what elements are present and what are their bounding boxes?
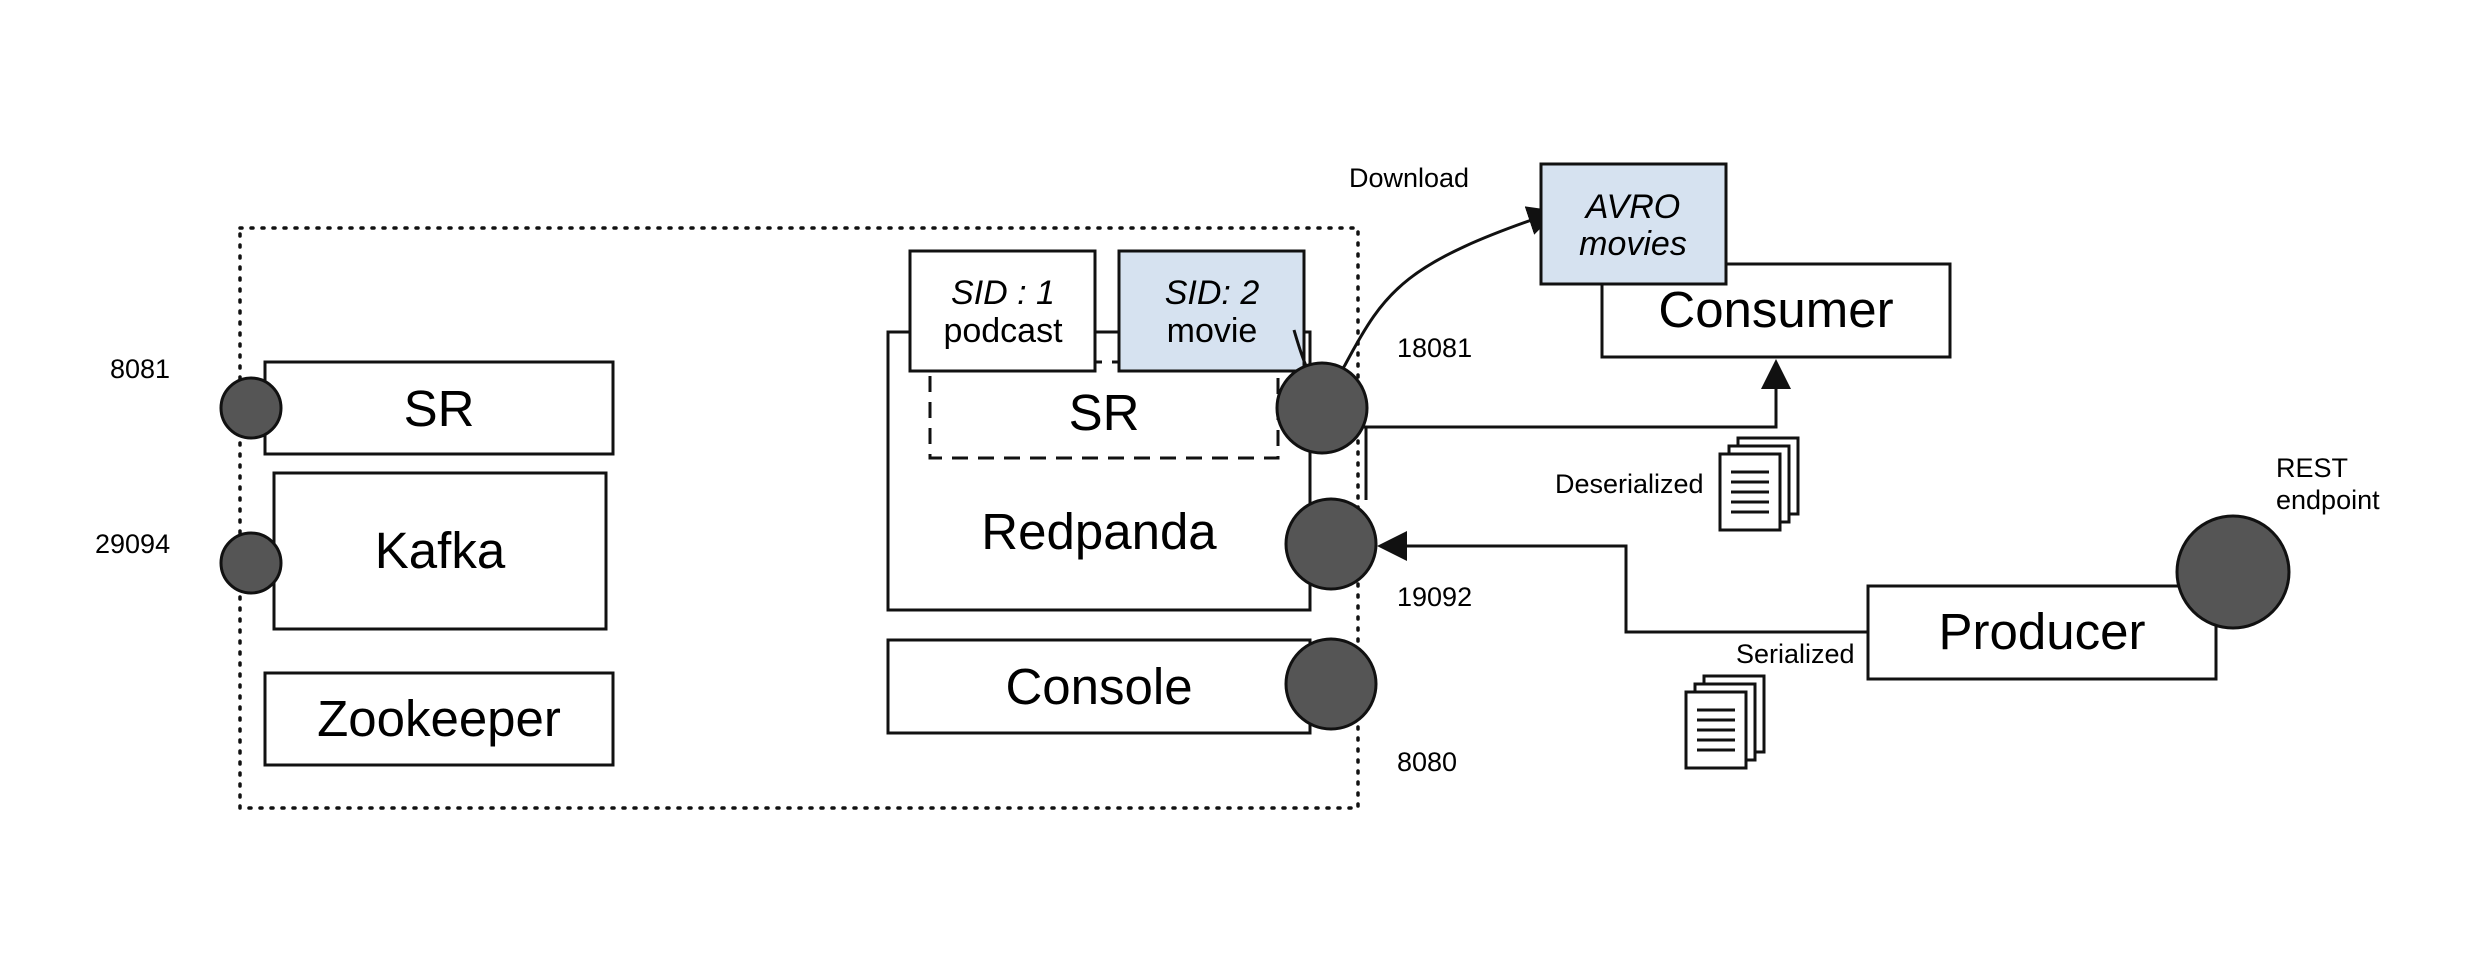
redpanda-sr-label: SR xyxy=(1069,384,1140,441)
rest-endpoint-line1: REST xyxy=(2276,453,2348,483)
redpanda-kafka-port[interactable] xyxy=(1284,497,1378,591)
avro-line2: movies xyxy=(1579,225,1687,263)
produce-arrow xyxy=(1377,531,1868,634)
kafka-node[interactable]: Kafka xyxy=(272,471,608,631)
schema-name: movie xyxy=(1167,312,1258,350)
kafka-label: Kafka xyxy=(375,522,506,579)
console-label: Console xyxy=(1005,658,1192,715)
zookeeper-label: Zookeeper xyxy=(317,690,561,747)
rest-endpoint-line2: endpoint xyxy=(2276,485,2380,515)
producer-label: Producer xyxy=(1939,603,2146,660)
redpanda-sr-port[interactable] xyxy=(1275,361,1369,455)
kafka-port[interactable] xyxy=(219,531,283,595)
schema-card-movie[interactable]: SID: 2 movie xyxy=(1117,249,1306,373)
sr-port[interactable] xyxy=(219,376,283,440)
schema-sid: SID : 1 xyxy=(951,274,1055,312)
redpanda-sr-node[interactable]: SR xyxy=(928,360,1280,460)
avro-movies-file[interactable]: AVRO movies xyxy=(1539,162,1728,286)
consume-arrow xyxy=(1362,359,1791,429)
schema-card-podcast[interactable]: SID : 1 podcast xyxy=(908,249,1097,373)
console-port-number: 8080 xyxy=(1397,747,1457,777)
consumer-label: Consumer xyxy=(1658,281,1893,338)
console-port[interactable] xyxy=(1284,637,1378,731)
console-node[interactable]: Console xyxy=(886,638,1312,735)
kafka-port-number: 29094 xyxy=(95,529,170,559)
producer-node[interactable]: Producer xyxy=(1866,584,2218,681)
redpanda-sr-port-number: 18081 xyxy=(1397,333,1472,363)
redpanda-label: Redpanda xyxy=(981,503,1217,560)
avro-line1: AVRO xyxy=(1584,188,1680,226)
rest-endpoint-port[interactable] xyxy=(2175,514,2291,630)
deserialized-label: Deserialized xyxy=(1555,469,1704,499)
sr-port-number: 8081 xyxy=(110,354,170,384)
zookeeper-node[interactable]: Zookeeper xyxy=(263,671,615,767)
sr-label: SR xyxy=(404,380,475,437)
download-label: Download xyxy=(1349,163,1469,193)
schema-sid: SID: 2 xyxy=(1165,274,1260,312)
schema-name: podcast xyxy=(943,312,1063,350)
deserialized-documents-icon xyxy=(1718,436,1800,532)
serialized-label: Serialized xyxy=(1736,639,1855,669)
redpanda-kafka-port-number: 19092 xyxy=(1397,582,1472,612)
serialized-documents-icon xyxy=(1684,674,1766,770)
sr-node[interactable]: SR xyxy=(263,360,615,456)
